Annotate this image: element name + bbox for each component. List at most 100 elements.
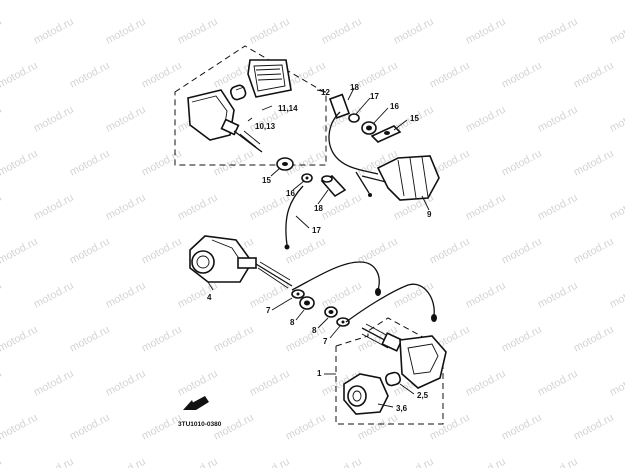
watermark-text: motod.ru [104, 280, 148, 311]
watermark-text: motod.ru [500, 60, 544, 91]
watermark-text: motod.ru [32, 104, 76, 135]
watermark-text: motod.ru [536, 104, 580, 135]
watermark-text: motod.ru [572, 412, 616, 443]
watermark-text: motod.ru [320, 456, 364, 468]
assembly-box-upper-left [174, 45, 327, 166]
watermark-text: motod.ru [464, 192, 508, 223]
watermark-text: motod.ru [140, 324, 184, 355]
watermark-text: motod.ru [0, 148, 40, 179]
label-7-left: 7 [266, 306, 271, 315]
watermark-text: motod.ru [392, 16, 436, 47]
label-16-upper: 16 [286, 189, 295, 198]
watermark-text: motod.ru [320, 280, 364, 311]
watermark-text: motod.ru [500, 324, 544, 355]
label-17-upper: 17 [370, 92, 379, 101]
label-10-13: 10,13 [255, 122, 276, 131]
watermark-text: motod.ru [32, 456, 76, 468]
watermark-text: motod.ru [464, 104, 508, 135]
watermark-text: motod.ru [104, 104, 148, 135]
nut-part-15-right [370, 125, 402, 143]
watermark-text: motod.ru [104, 192, 148, 223]
watermark-text: motod.ru [464, 16, 508, 47]
label-8-right: 8 [312, 326, 317, 335]
housing-part-12 [187, 89, 263, 153]
turn-signal-part-9 [361, 155, 440, 201]
label-9: 9 [427, 210, 432, 219]
watermark-text: motod.ru [104, 368, 148, 399]
watermark-text: motod.ru [320, 192, 364, 223]
watermark-text: motod.ru [356, 60, 400, 91]
watermark-text: motod.ru [608, 192, 625, 223]
watermark-text: motod.ru [0, 16, 4, 47]
watermark-text: motod.ru [68, 60, 112, 91]
watermark-text: motod.ru [536, 192, 580, 223]
watermark-text: motod.ru [608, 368, 625, 399]
cable-part-17-upper [328, 111, 379, 175]
watermark-text: motod.ru [32, 16, 76, 47]
watermark-text: motod.ru [68, 236, 112, 267]
watermark-text: motod.ru [392, 456, 436, 468]
watermark-text: motod.ru [536, 16, 580, 47]
watermark-text: motod.ru [0, 0, 40, 3]
watermark-text: motod.ru [608, 280, 625, 311]
bulb-part-2-5 [385, 371, 401, 387]
watermark-text: motod.ru [248, 456, 292, 468]
watermark-text: motod.ru [68, 324, 112, 355]
watermark-text: motod.ru [140, 236, 184, 267]
watermark-text: motod.ru [176, 16, 220, 47]
watermark-text: motod.ru [428, 412, 472, 443]
washer-part-16-right [361, 121, 377, 135]
label-7-right: 7 [323, 337, 328, 346]
label-3-6: 3,6 [396, 404, 408, 413]
label-16-right: 16 [390, 102, 399, 111]
watermark-text: motod.ru [176, 456, 220, 468]
watermark-text: motod.ru [0, 324, 40, 355]
watermark-text: motod.ru [176, 368, 220, 399]
leader-lines [207, 87, 430, 408]
label-12: 12 [321, 88, 330, 97]
turn-signal-part-4 [189, 235, 293, 289]
watermark-text: motod.ru [32, 368, 76, 399]
washer-part-16-upper [301, 173, 313, 183]
label-15-upper: 15 [262, 176, 271, 185]
watermark-text: motod.ru [176, 280, 220, 311]
watermark-text: motod.ru [140, 60, 184, 91]
watermark-text: motod.ru [500, 0, 544, 3]
watermark-text: motod.ru [356, 412, 400, 443]
watermark-text: motod.ru [536, 456, 580, 468]
label-11-14: 11,14 [278, 104, 298, 113]
watermark-text: motod.ru [572, 324, 616, 355]
cable-part-7-right [345, 283, 435, 323]
cable-part-17-lower [285, 185, 304, 246]
label-18-lower: 18 [314, 204, 323, 213]
watermark-text: motod.ru [500, 148, 544, 179]
watermark-text: motod.ru [140, 148, 184, 179]
watermark-text: motod.ru [0, 280, 4, 311]
watermark-text: motod.ru [0, 60, 40, 91]
nut-part-8-left [299, 296, 315, 310]
watermark-text: motod.ru [284, 0, 328, 3]
watermark-text: motod.ru [428, 236, 472, 267]
grommet-part-17-upper [348, 113, 360, 123]
watermark-text: motod.ru [464, 456, 508, 468]
cable-part-7-left [291, 261, 380, 291]
front-arrow-icon [183, 396, 209, 410]
assembly-box-lower-right [335, 317, 444, 425]
watermark-text: motod.ru [68, 412, 112, 443]
watermark-text: motod.ru [536, 368, 580, 399]
watermark-text: motod.ru [0, 368, 4, 399]
watermark-text: motod.ru [284, 324, 328, 355]
watermark-text: motod.ru [572, 236, 616, 267]
nut-part-15-upper [276, 157, 294, 171]
diagram-code: 3TU1010-0380 [178, 421, 222, 428]
watermark-text: motod.ru [428, 60, 472, 91]
lens-part-3-6 [343, 373, 389, 415]
watermark-text: motod.ru [0, 236, 40, 267]
housing-part-1 [361, 323, 447, 389]
watermark-text: motod.ru [284, 236, 328, 267]
watermark-text: motod.ru [572, 148, 616, 179]
watermark-text: motod.ru [428, 0, 472, 3]
watermark-text: motod.ru [572, 0, 616, 3]
watermark-text: motod.ru [0, 412, 40, 443]
